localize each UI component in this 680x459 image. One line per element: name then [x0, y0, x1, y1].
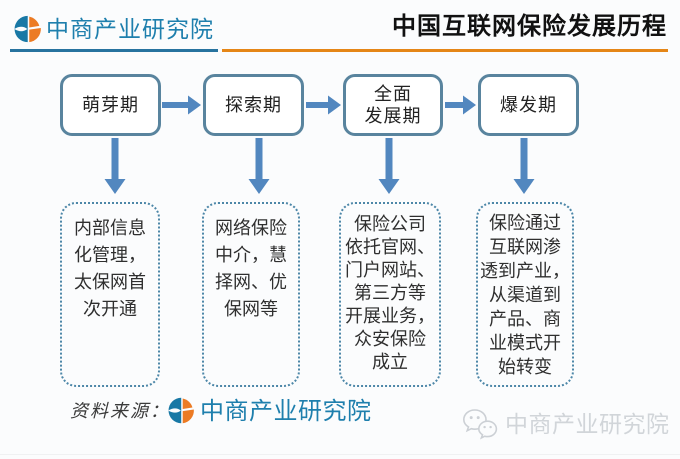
- arrow-down-icon-1: [104, 138, 126, 194]
- arrow-right-icon-3: [445, 95, 476, 115]
- stage-label-4: 爆发期: [500, 95, 557, 115]
- source-logo-icon: [168, 397, 194, 424]
- bottom-divider: [0, 454, 680, 455]
- description-box-1: 内部信息 化管理， 太保网首 次开通: [60, 202, 160, 387]
- arrow-down-icon-3: [378, 138, 400, 194]
- divider-blue: [10, 49, 218, 52]
- arrow-down-icon-4: [513, 138, 535, 194]
- stage-label-1: 萌芽期: [82, 95, 139, 115]
- page-title: 中国互联网保险发展历程: [392, 13, 667, 40]
- stage-box-1: 萌芽期: [60, 74, 161, 136]
- wechat-icon: [462, 409, 498, 440]
- watermark-text: 中商产业研究院: [505, 411, 670, 437]
- source-brand-name: 中商产业研究院: [200, 398, 372, 425]
- brand-name: 中商产业研究院: [46, 16, 214, 42]
- divider-orange: [222, 49, 668, 52]
- stage-label-3: 全面 发展期: [364, 84, 422, 126]
- arrow-right-icon-1: [162, 95, 201, 115]
- brand-logo-icon: [14, 15, 41, 43]
- stage-box-4: 爆发期: [478, 74, 579, 136]
- description-box-2: 网络保险 中介，慧 择网、优 保网等: [202, 202, 300, 387]
- arrow-right-icon-2: [306, 95, 341, 115]
- description-box-4: 保险通过 互联网渗 透到产业， 从渠道到 产品、商 业模式开 始转变: [476, 202, 574, 387]
- description-box-3: 保险公司 依托官网、 门户网站、 第三方等 开展业务， 众安保险 成立: [339, 202, 441, 387]
- stage-label-2: 探索期: [225, 95, 282, 115]
- stage-box-2: 探索期: [203, 74, 304, 136]
- source-label: 资料来源：: [70, 401, 170, 421]
- arrow-down-icon-2: [248, 138, 270, 194]
- stage-box-3: 全面 发展期: [343, 74, 443, 136]
